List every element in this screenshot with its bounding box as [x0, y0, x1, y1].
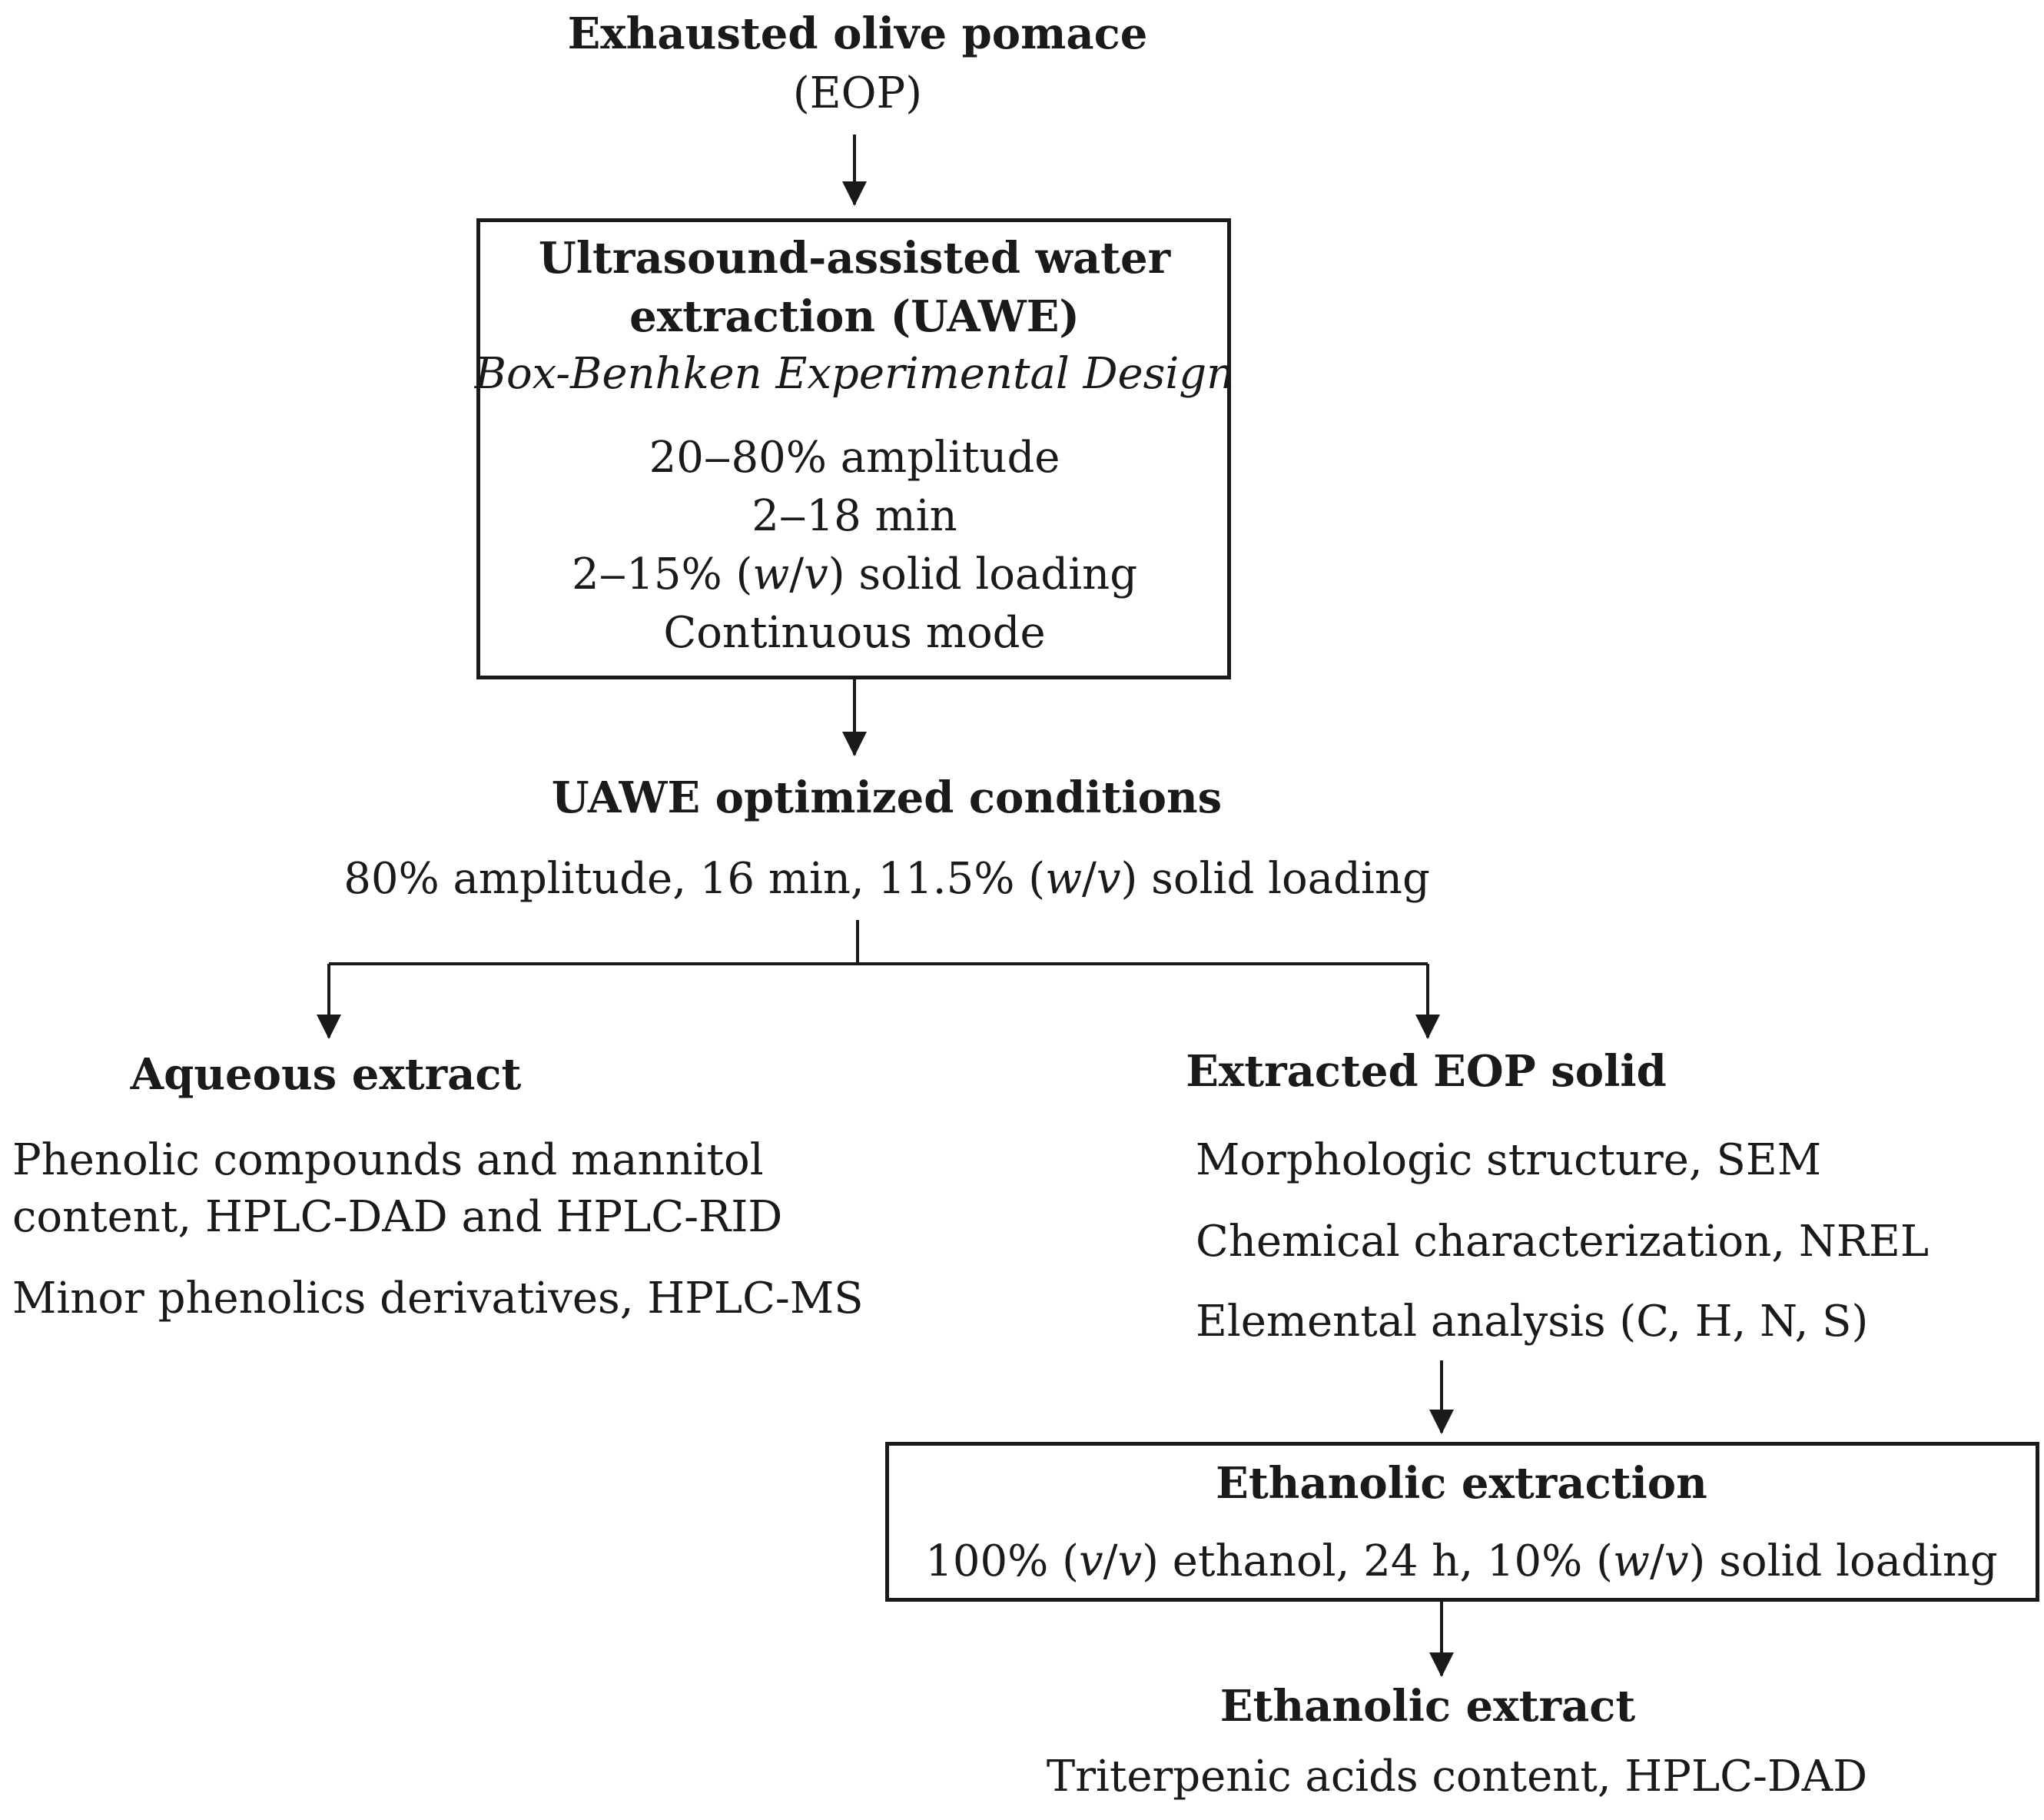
arrowhead-4 [1415, 1015, 1440, 1039]
ethanolic-title: Ethanolic extraction [1216, 1458, 1707, 1509]
arrowhead-6 [1429, 1652, 1454, 1677]
solid-title: Extracted EOP solid [1186, 1046, 1667, 1097]
uawe-title-line2: extraction (UAWE) [629, 291, 1080, 342]
aqueous-line3: Minor phenolics derivatives, HPLC-MS [12, 1274, 864, 1323]
uawe-box [476, 218, 1231, 679]
solid-line1: Morphologic structure, SEM [1196, 1135, 1822, 1185]
solid-line3: Elemental analysis (C, H, N, S) [1196, 1297, 1869, 1347]
uawe-time: 2‒18 min [752, 491, 957, 541]
ethanolic-box [885, 1442, 2039, 1602]
solid-line2: Chemical characterization, NREL [1196, 1217, 1930, 1267]
ethanolic-extract-title: Ethanolic extract [1219, 1681, 1636, 1732]
ethanolic-extract-line1: Triterpenic acids content, HPLC-DAD [1046, 1752, 1868, 1802]
uawe-solid-loading: 2‒15% (w/v) solid loading [571, 550, 1138, 599]
arrowhead-1 [842, 181, 867, 206]
uawe-mode: Continuous mode [663, 608, 1046, 658]
optimized-conditions: 80% amplitude, 16 min, 11.5% (w/v) solid… [343, 854, 1430, 904]
optimized-title: UAWE optimized conditions [551, 772, 1223, 823]
arrowhead-3 [317, 1015, 341, 1039]
eop-abbreviation: (EOP) [792, 68, 923, 118]
arrowhead-2 [842, 732, 867, 756]
eop-title: Exhausted olive pomace [567, 8, 1148, 59]
uawe-design: Box-Benhken Experimental Design [474, 349, 1235, 399]
aqueous-line2: content, HPLC-DAD and HPLC-RID [12, 1192, 783, 1242]
ethanolic-conditions: 100% (v/v) ethanol, 24 h, 10% (w/v) soli… [925, 1536, 1998, 1586]
arrowhead-5 [1429, 1410, 1454, 1434]
aqueous-line1: Phenolic compounds and mannitol [12, 1135, 764, 1185]
aqueous-title: Aqueous extract [130, 1049, 522, 1100]
uawe-amplitude: 20‒80% amplitude [649, 433, 1060, 483]
uawe-title-line1: Ultrasound-assisted water [538, 233, 1171, 284]
